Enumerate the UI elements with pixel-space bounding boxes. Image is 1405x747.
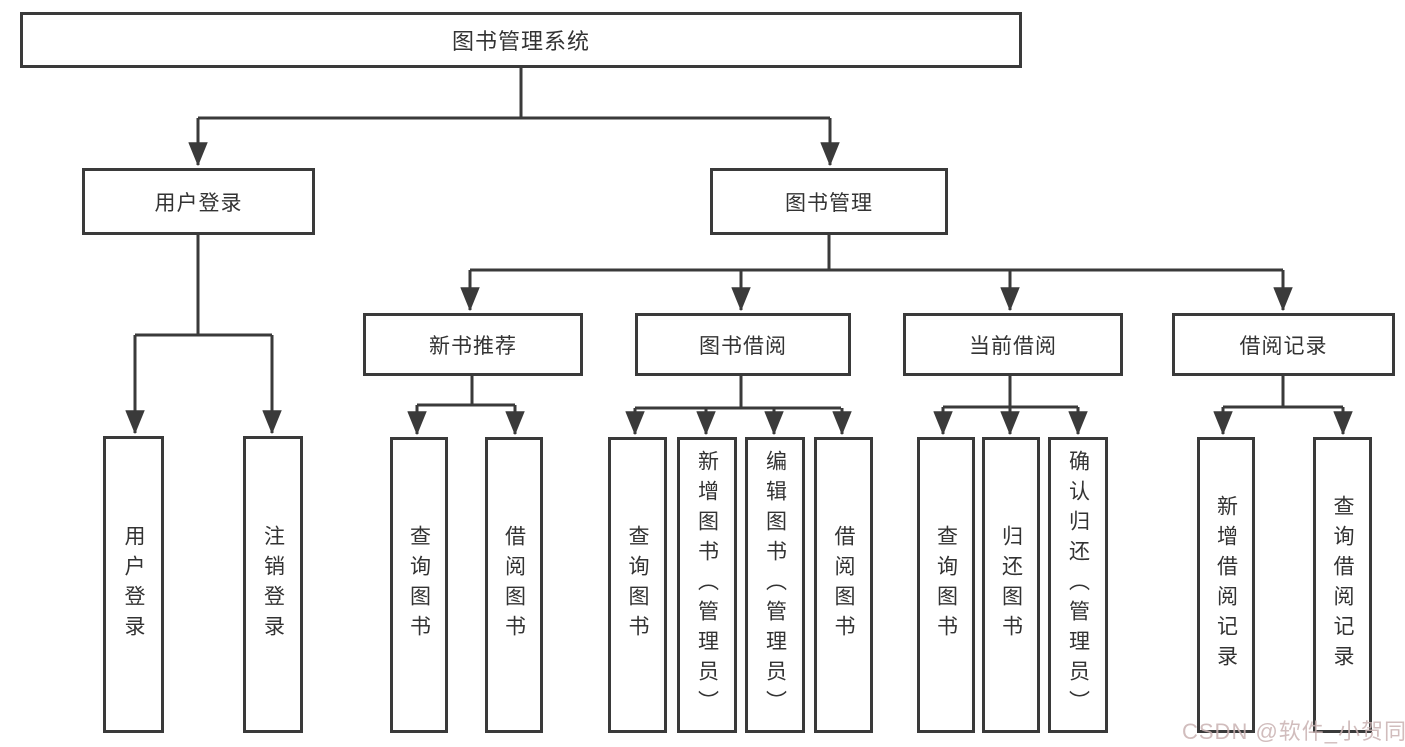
node-label: 借阅记录 — [1239, 334, 1328, 358]
node-label: 编辑图书（管理员） — [763, 450, 787, 720]
leaf-edit-books-admin: 编辑图书（管理员） — [745, 437, 805, 733]
node-borrowing-records: 借阅记录 — [1172, 313, 1395, 376]
node-book-management: 图书管理 — [710, 168, 948, 235]
node-label: 新增图书（管理员） — [695, 450, 719, 720]
leaf-add-borrow-record: 新增借阅记录 — [1197, 437, 1255, 733]
leaf-logout: 注销登录 — [243, 436, 303, 733]
node-label: 图书借阅 — [699, 334, 787, 358]
node-label: 用户登录 — [122, 524, 145, 645]
node-new-book-recommendation: 新书推荐 — [363, 313, 583, 376]
node-current-borrowing: 当前借阅 — [903, 313, 1123, 376]
node-label: 查询借阅记录 — [1331, 495, 1354, 675]
node-user-login-branch: 用户登录 — [82, 168, 315, 235]
leaf-confirm-return-admin: 确认归还（管理员） — [1048, 437, 1108, 733]
leaf-query-books: 查询图书 — [917, 437, 975, 733]
node-label: 当前借阅 — [969, 334, 1057, 358]
leaf-borrow-books: 借阅图书 — [814, 437, 873, 733]
node-label: 图书管理系统 — [451, 29, 590, 54]
leaf-borrow-books: 借阅图书 — [485, 437, 543, 733]
node-label: 借阅图书 — [502, 525, 526, 645]
leaf-return-books: 归还图书 — [982, 437, 1040, 733]
leaf-user-login: 用户登录 — [103, 436, 164, 733]
node-label: 借阅图书 — [832, 525, 855, 645]
node-label: 归还图书 — [999, 525, 1023, 645]
node-label: 新书推荐 — [429, 334, 517, 358]
node-label: 新增借阅记录 — [1214, 495, 1238, 675]
node-label: 图书管理 — [785, 191, 873, 215]
node-label: 确认归还（管理员） — [1066, 450, 1090, 720]
leaf-query-borrow-record: 查询借阅记录 — [1313, 437, 1372, 733]
node-label: 查询图书 — [934, 525, 958, 645]
leaf-add-books-admin: 新增图书（管理员） — [677, 437, 737, 733]
node-label: 查询图书 — [407, 525, 431, 645]
node-book-borrowing: 图书借阅 — [635, 313, 851, 376]
node-label: 用户登录 — [154, 191, 243, 215]
node-label: 注销登录 — [261, 524, 285, 645]
node-label: 查询图书 — [626, 525, 649, 645]
leaf-query-books: 查询图书 — [608, 437, 667, 733]
node-library-management-system: 图书管理系统 — [20, 12, 1022, 68]
leaf-query-books: 查询图书 — [390, 437, 448, 733]
csdn-watermark: CSDN @软件_小贺同学 — [1182, 719, 1405, 744]
